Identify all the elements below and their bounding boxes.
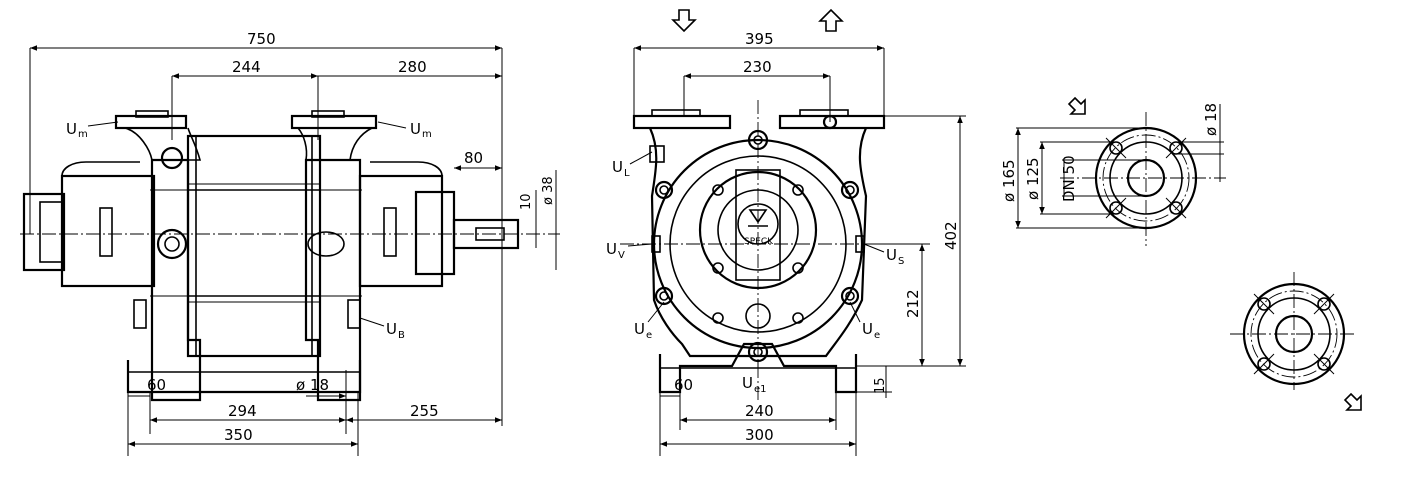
svg-text:m: m (422, 129, 432, 140)
dim-60-side-text: 60 (674, 376, 693, 394)
label-uv: U V (606, 240, 653, 261)
svg-text:m: m (78, 129, 88, 140)
svg-text:B: B (398, 330, 405, 341)
dim-60-front-text: 60 (147, 376, 166, 394)
dim-bottom-side: 60 240 300 (659, 376, 857, 456)
dim-15-text: 15 (873, 377, 888, 394)
svg-text:e1: e1 (754, 384, 767, 395)
svg-text:U: U (606, 240, 617, 258)
label-ue-right: U e (849, 301, 880, 341)
dim-shaft: 80 10 ø 38 (454, 149, 557, 270)
svg-text:e: e (874, 330, 880, 341)
dim-255-text: 255 (410, 402, 439, 420)
flange-view-top: ø 165 ø 125 DN 50 ø 18 (1000, 96, 1226, 246)
label-ul: U L (612, 151, 653, 179)
dim-350-text: 350 (224, 426, 253, 444)
svg-text:V: V (618, 250, 625, 261)
dim-overall-length: 750 (29, 30, 503, 234)
dim-294-text: 294 (228, 402, 257, 420)
dim-shaft-dia-text: ø 38 (541, 176, 556, 205)
dim-side-top: 395 230 (633, 30, 885, 122)
flange-view-bottom (1230, 272, 1362, 411)
dim-80-text: 80 (464, 149, 483, 167)
dim-395-text: 395 (745, 30, 774, 48)
dim-hole-text: ø 18 (296, 376, 329, 394)
label-us: U S (863, 243, 904, 267)
label-ub: U B (359, 317, 405, 341)
label-ue-left: U e (634, 301, 665, 341)
svg-text:U: U (386, 320, 397, 338)
dim-750-text: 750 (247, 30, 276, 48)
svg-text:U: U (410, 120, 421, 138)
svg-text:U: U (862, 320, 873, 338)
dim-port-spacing: 244 280 (171, 58, 502, 140)
arrow-inlet-icon (671, 9, 697, 33)
dim-212-text: 212 (904, 289, 922, 318)
arrow-outlet-icon (818, 8, 844, 32)
svg-text:e: e (646, 330, 652, 341)
dim-10-text: 10 (519, 193, 534, 210)
dim-230-text: 230 (743, 58, 772, 76)
svg-text:L: L (624, 168, 630, 179)
dim-402-text: 402 (942, 221, 960, 250)
dim-280-text: 280 (398, 58, 427, 76)
dim-bottom-front: 60 ø 18 294 255 350 (127, 234, 503, 456)
label-ue1: U e1 (742, 362, 767, 395)
flange-flow-arrow-icon (1067, 96, 1086, 115)
label-um-left: U m (66, 120, 119, 140)
svg-text:U: U (634, 320, 645, 338)
front-view: 750 244 280 (20, 30, 560, 456)
svg-text:U: U (886, 246, 897, 264)
dim-300-text: 300 (745, 426, 774, 444)
dim-244-text: 244 (232, 58, 261, 76)
bolt-holes (654, 114, 860, 363)
flange-dim-nominal-text: DN 50 (1060, 155, 1078, 202)
svg-text:S: S (898, 256, 904, 267)
svg-text:U: U (612, 158, 623, 176)
flange-dim-hole-text: ø 18 (1202, 103, 1220, 136)
side-view: 395 230 SPECK (606, 8, 966, 456)
label-um-right: U m (377, 120, 432, 140)
dim-240-text: 240 (745, 402, 774, 420)
flange-dim-bolt-circle-text: ø 125 (1024, 157, 1042, 200)
flange-dim-outer-text: ø 165 (1000, 159, 1018, 202)
speck-logo: SPECK (744, 209, 774, 247)
svg-text:SPECK: SPECK (744, 237, 774, 247)
svg-text:U: U (742, 374, 753, 392)
svg-text:U: U (66, 120, 77, 138)
flange-outlet-arrow-icon (1343, 392, 1362, 411)
dim-side-right: 402 212 15 (856, 115, 966, 398)
